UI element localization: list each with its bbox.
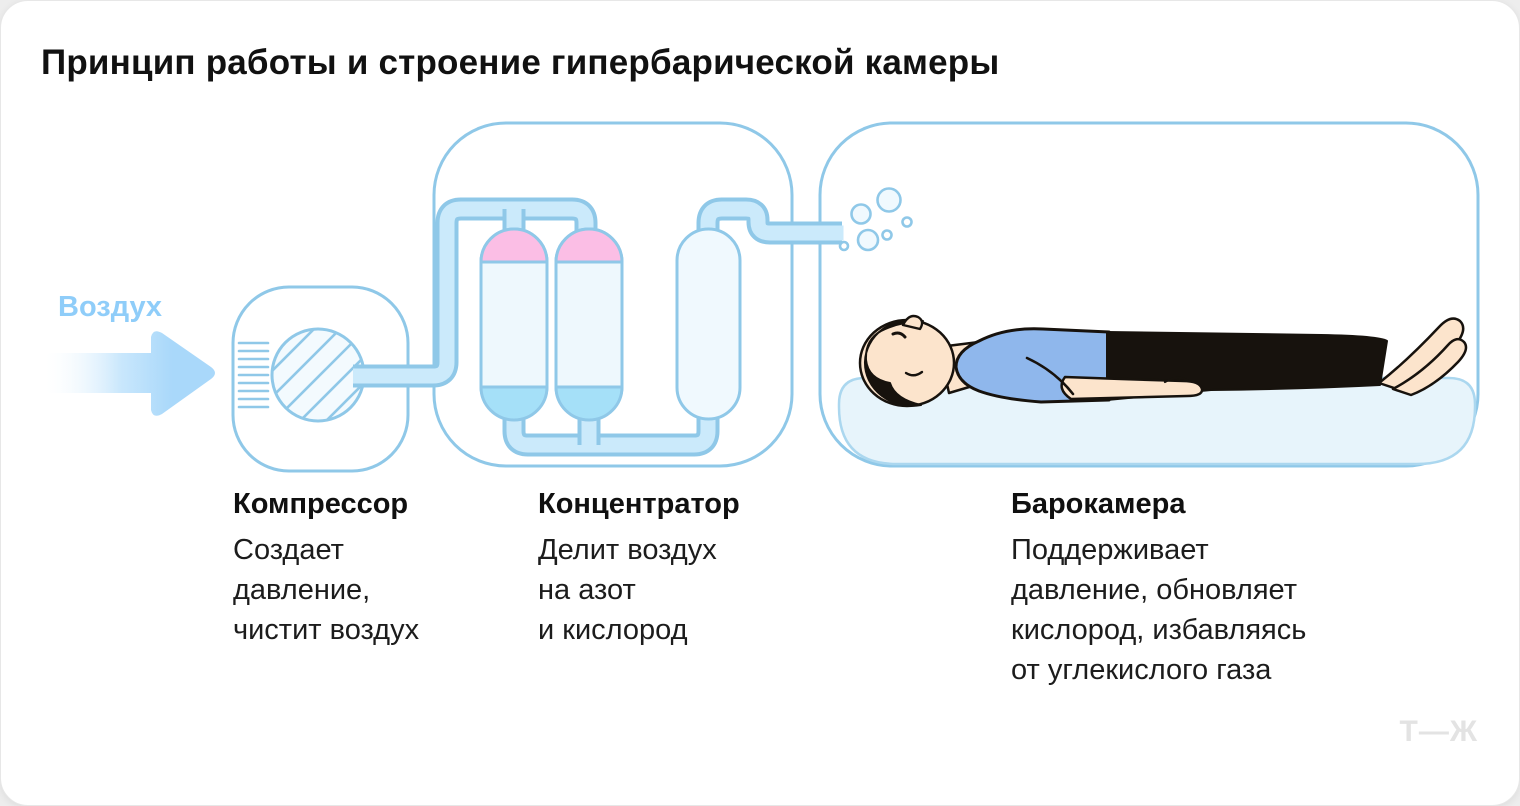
caption-concentrator-title: Концентратор: [538, 488, 740, 520]
caption-compressor-title: Компрессор: [233, 488, 409, 520]
oxygen-pool-2: [554, 385, 624, 422]
hyperbaric-chamber-illustration: [837, 187, 1477, 466]
page-title: Принцип работы и строение гипербарическо…: [41, 43, 1000, 82]
patient-nose: [901, 314, 924, 331]
tj-logo: Т—Ж: [1399, 715, 1478, 748]
caption-line: кислород, избавляясь: [1011, 614, 1307, 646]
patient-head: [858, 318, 956, 408]
caption-line: на азот: [538, 574, 636, 606]
nitrogen-cap-2: [554, 227, 624, 264]
concentrator-illustration: [479, 227, 742, 422]
caption-compressor: Компрессор Создает давление, чистит возд…: [233, 488, 523, 650]
oxygen-bubbles-icon: [838, 187, 913, 252]
caption-chamber-title: Барокамера: [1011, 488, 1186, 520]
patient-eye: [891, 331, 907, 339]
pipes: [353, 197, 844, 457]
caption-line: и кислород: [538, 614, 688, 646]
patient-mouth: [904, 370, 924, 377]
caption-line: Создает: [233, 534, 344, 566]
caption-line: Делит воздух: [538, 534, 717, 566]
nitrogen-cap-1: [479, 227, 549, 264]
patient-sleeve-line: [1025, 356, 1075, 396]
caption-line: чистит воздух: [233, 614, 420, 646]
patient-hair: [863, 318, 924, 407]
caption-line: давление, обновляет: [1011, 574, 1297, 606]
caption-line: от углекислого газа: [1011, 654, 1272, 686]
compressor-illustration: [237, 327, 366, 423]
patient-hand-finger-line: [1163, 376, 1191, 384]
caption-chamber: Барокамера Поддерживает давление, обновл…: [1011, 488, 1481, 690]
oxygen-tank: [675, 227, 742, 421]
patient-illustration: [858, 314, 1468, 408]
caption-concentrator: Концентратор Делит воздух на азот и кисл…: [538, 488, 918, 650]
air-intake-grille: [237, 341, 270, 409]
air-arrow-icon: [44, 331, 215, 416]
mattress: [837, 376, 1477, 466]
caption-line: Поддерживает: [1011, 534, 1209, 566]
air-flow-label: Воздух: [58, 291, 163, 323]
caption-line: давление,: [233, 574, 371, 606]
oxygen-pool-1: [479, 385, 549, 422]
fan-icon: [270, 327, 366, 423]
patient-arm: [1060, 375, 1204, 401]
patient-foot-front: [1391, 337, 1468, 397]
